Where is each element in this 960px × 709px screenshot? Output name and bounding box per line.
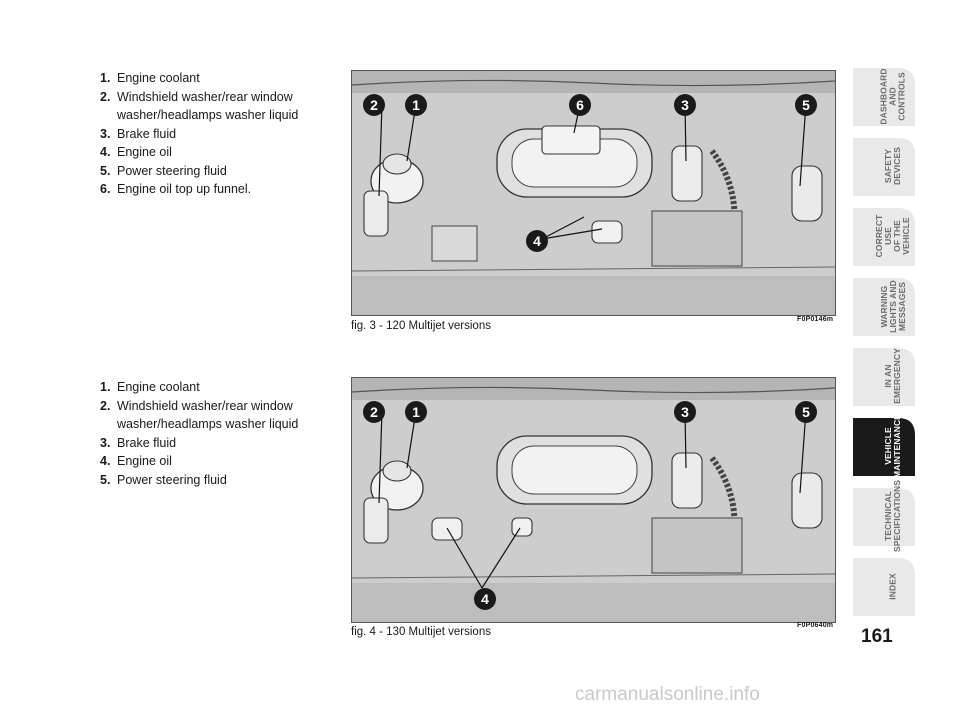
tab-shape: [853, 68, 915, 126]
legend-text: Engine oil: [117, 145, 172, 159]
tab-correct-use-of-the-vehicle[interactable]: CORRECT USE OF THE VEHICLE: [853, 208, 915, 268]
legend-text: Brake fluid: [117, 126, 177, 141]
figure-code: F0P0146m: [797, 316, 834, 323]
figure-caption: fig. 4 - 130 Multijet versions: [351, 626, 491, 638]
callout-number: 5: [802, 97, 810, 113]
figure-code: F0P0640m: [797, 622, 834, 629]
legend-item: 3. Brake fluid: [100, 125, 340, 144]
legend-text: Power steering fluid: [117, 163, 227, 178]
callout-number: 2: [370, 404, 378, 420]
legend-item: 1. Engine coolant: [100, 378, 340, 397]
tab-label: WARNING LIGHTS AND MESSAGES: [878, 279, 907, 333]
callout-number: 1: [412, 404, 420, 420]
callout-badge: 2: [363, 94, 385, 116]
callout-badge: 1: [405, 94, 427, 116]
callout-number: 6: [576, 97, 584, 113]
tab-shape: [853, 208, 915, 266]
callout-number: 3: [681, 97, 689, 113]
watermark: carmanualsonline.info: [575, 684, 760, 705]
legend-item: 5. Power steering fluid: [100, 471, 340, 490]
tab-in-an-emergency[interactable]: IN AN EMERGENCY: [853, 348, 915, 408]
tab-label: IN AN EMERGENCY: [883, 348, 902, 404]
legend-item: 4. Engine oil: [100, 143, 340, 162]
engine-bay-illustration: 2 1 6 3 5 4: [352, 71, 835, 315]
callout-number: 3: [681, 404, 689, 420]
legend-number: 2.: [100, 89, 111, 104]
legend-item: 5. Power steering fluid: [100, 162, 340, 181]
tab-warning-lights-and-messages[interactable]: WARNING LIGHTS AND MESSAGES: [853, 278, 915, 338]
legend-item: 3. Brake fluid: [100, 434, 340, 453]
tab-dashboard-and-controls[interactable]: DASHBOARD AND CONTROLS: [853, 68, 915, 128]
tab-label: SAFETY DEVICES: [883, 146, 902, 186]
legend-text: Engine coolant: [117, 71, 200, 85]
callout-badge: 4: [526, 230, 548, 252]
tab-shape: [853, 348, 915, 406]
callout-badge: 4: [474, 588, 496, 610]
callout-number: 1: [412, 97, 420, 113]
legend-number: 5.: [100, 472, 111, 487]
tab-vehicle-maintenance[interactable]: VEHICLE MAINTENANCE: [853, 414, 915, 478]
legend-number: 3.: [100, 435, 111, 450]
tab-label: CORRECT USE OF THE VEHICLE: [874, 214, 911, 258]
tab-label: VEHICLE MAINTENANCE: [883, 414, 902, 478]
callout-badge: 1: [405, 401, 427, 423]
legend-number: 5.: [100, 163, 111, 178]
legend-text: Engine oil top up funnel.: [117, 182, 252, 196]
legend-item: 2. Windshield washer/rear window washer/h…: [100, 397, 340, 434]
tab-label: INDEX: [887, 572, 898, 600]
legend-text: Windshield washer/rear window washer/hea…: [117, 89, 299, 123]
tab-safety-devices[interactable]: SAFETY DEVICES: [853, 138, 915, 198]
legend-item: 2. Windshield washer/rear window washer/h…: [100, 88, 340, 125]
tab-shape: [853, 558, 915, 616]
engine-bay-illustration: 2 1 3 5 4: [352, 378, 835, 622]
legend-number: 1.: [100, 380, 111, 394]
legend-number: 3.: [100, 126, 111, 141]
callout-number: 5: [802, 404, 810, 420]
legend-item: 1. Engine coolant: [100, 69, 340, 88]
legend-item: 6. Engine oil top up funnel.: [100, 180, 340, 199]
legend-number: 6.: [100, 182, 111, 196]
callout-badge: 2: [363, 401, 385, 423]
callout-number: 4: [481, 591, 489, 607]
legend-number: 4.: [100, 145, 111, 159]
page-number: 161: [861, 626, 893, 647]
tab-index[interactable]: INDEX: [853, 558, 915, 618]
tab-shape: [853, 138, 915, 196]
callout-badge: 3: [674, 94, 696, 116]
tab-shape: [853, 488, 915, 546]
legend-text: Windshield washer/rear window washer/hea…: [117, 398, 299, 432]
tab-label: DASHBOARD AND CONTROLS: [878, 67, 907, 125]
legend-number: 1.: [100, 71, 111, 85]
callout-number: 2: [370, 97, 378, 113]
legend-text: Brake fluid: [117, 435, 177, 450]
figure-caption: fig. 3 - 120 Multijet versions: [351, 320, 491, 332]
legend-number: 2.: [100, 398, 111, 413]
tab-label: TECHNICAL SPECIFICATIONS: [883, 479, 902, 553]
legend-text: Power steering fluid: [117, 472, 227, 487]
callout-badge: 3: [674, 401, 696, 423]
callout-number: 4: [533, 233, 541, 249]
engine-figure-3: 2 1 6 3 5 4: [351, 70, 836, 316]
legend-number: 4.: [100, 454, 111, 468]
callout-badge: 6: [569, 94, 591, 116]
tab-shape: [853, 418, 915, 476]
engine-figure-4: 2 1 3 5 4: [351, 377, 836, 623]
legend-text: Engine coolant: [117, 380, 200, 394]
legend-text: Engine oil: [117, 454, 172, 468]
legend-top: 1. Engine coolant 2. Windshield washer/rea…: [100, 69, 340, 199]
legend-item: 4. Engine oil: [100, 452, 340, 471]
tab-technical-specifications[interactable]: TECHNICAL SPECIFICATIONS: [853, 480, 915, 552]
legend-bottom: 1. Engine coolant 2. Windshield washer/rea…: [100, 378, 340, 489]
callout-badge: 5: [795, 94, 817, 116]
tab-shape: [853, 278, 915, 336]
callout-badge: 5: [795, 401, 817, 423]
